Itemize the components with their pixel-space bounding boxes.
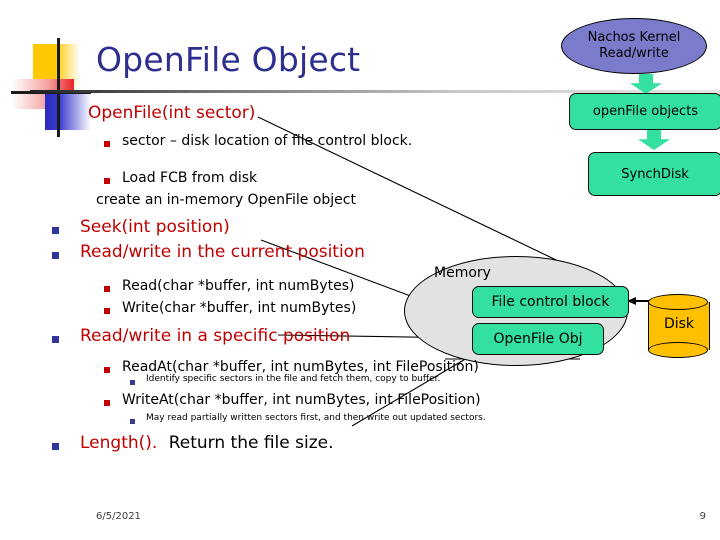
text-openfile-constructor: OpenFile(int sector): [88, 103, 256, 123]
text-rw-current: Read/write in the current position: [80, 242, 365, 262]
bullet-level1: [52, 252, 59, 259]
text-load-fcb: Load FCB from disk: [122, 170, 258, 186]
bullet-level2: [104, 141, 110, 147]
bullet-level1: [52, 336, 59, 343]
bullet-level1: [52, 443, 59, 450]
text-writeat-signature: WriteAt(char *buffer, int numBytes, int …: [122, 392, 481, 408]
synchdisk-box: SynchDisk: [588, 152, 720, 196]
openfile-obj-box: OpenFile Obj: [472, 323, 604, 355]
text-write-signature: Write(char *buffer, int numBytes): [122, 300, 357, 316]
text-length-line: Length(). Return the file size.: [80, 433, 334, 453]
bullet-level2: [104, 308, 110, 314]
bullet-level2: [104, 286, 110, 292]
decor-blue-square: [45, 92, 91, 130]
text-readat-signature: ReadAt(char *buffer, int numBytes, int F…: [122, 359, 479, 375]
bullet-level3: [130, 380, 135, 385]
footer-page-number: 9: [699, 511, 706, 522]
text-seek: Seek(int position): [80, 217, 230, 237]
bullet-level2: [104, 367, 110, 373]
disk-label: Disk: [663, 316, 695, 332]
bullet-level1: [52, 227, 59, 234]
nachos-kernel-ellipse: Nachos Kernel Read/write: [561, 18, 707, 74]
text-writeat-note: May read partially written sectors first…: [146, 413, 486, 423]
openfile-objects-box: openFile objects: [569, 93, 720, 130]
text-length-red: Length().: [80, 433, 158, 453]
kernel-line-1: Nachos Kernel: [587, 30, 681, 45]
memory-label: Memory: [434, 265, 491, 281]
footer-date: 6/5/2021: [96, 511, 141, 522]
text-readat-note: Identify specific sectors in the file an…: [146, 374, 441, 384]
bullet-level2: [104, 178, 110, 184]
title-underline-rule: [30, 90, 720, 93]
decor-vertical-line: [57, 38, 60, 137]
text-rw-specific: Read/write in a specific position: [80, 326, 351, 346]
bullet-level2: [104, 400, 110, 406]
disk-cylinder-bottom: [648, 342, 708, 358]
kernel-line-2: Read/write: [599, 46, 669, 61]
text-read-signature: Read(char *buffer, int numBytes): [122, 278, 355, 294]
text-sector-desc: sector – disk location of file control b…: [122, 133, 413, 149]
disk-cylinder-top: [648, 294, 708, 310]
bullet-level3: [130, 419, 135, 424]
text-length-black: Return the file size.: [168, 433, 334, 453]
page-title: OpenFile Object: [96, 40, 361, 79]
text-create-inmemory: create an in-memory OpenFile object: [96, 192, 356, 208]
file-control-block-box: File control block: [472, 286, 629, 318]
disk-cylinder: Disk: [648, 294, 710, 360]
